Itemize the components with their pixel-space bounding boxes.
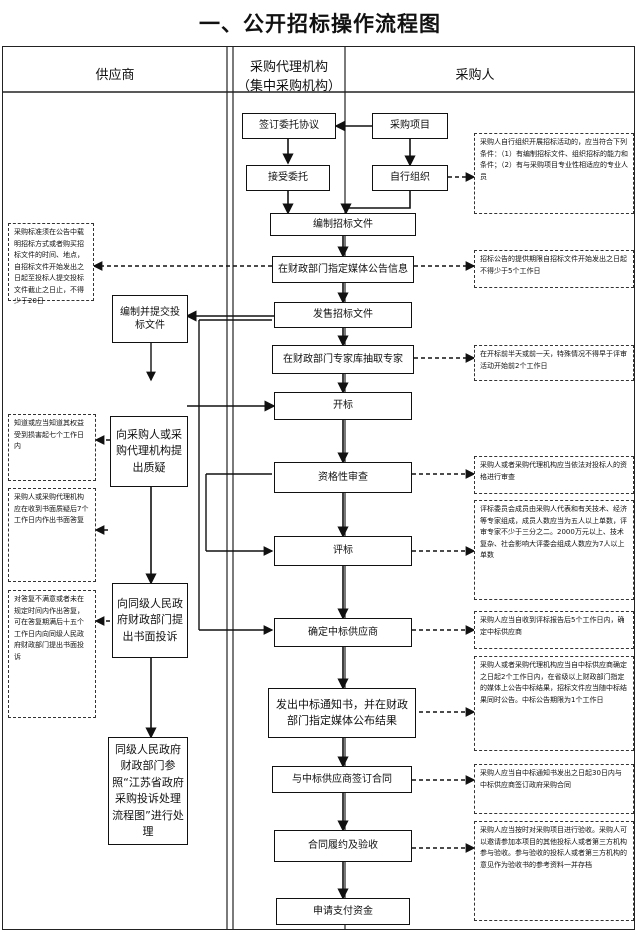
step-accept-entrust: 接受委托 xyxy=(246,165,330,191)
column-header-supplier: 供应商 xyxy=(95,68,135,83)
page-title: 一、公开招标操作流程图 xyxy=(199,12,441,36)
note-confirm-winner: 采购人应当自收到评标报告后5个工作日内，确定中标供应商 xyxy=(474,611,634,649)
note-expert-draw: 在开标前半天或前一天，特殊情况不得早于评审活动开始前2个工作日 xyxy=(474,345,634,381)
column-header-agency-line2: （集中采购机构） xyxy=(236,79,341,94)
step-issue-docs: 发售招标文件 xyxy=(274,302,412,328)
column-header-agency: 采购代理机构 （集中采购机构） xyxy=(234,56,344,94)
step-publish-notice: 在财政部门指定媒体公告信息 xyxy=(272,256,414,283)
step-sign-entrust: 签订委托协议 xyxy=(242,113,336,139)
note-notice-period: 招标公告的提供期限自招标文件开始发出之日起不得少于5个工作日 xyxy=(474,250,634,288)
step-self-organize: 自行组织 xyxy=(372,165,448,191)
supplier-challenge: 向采购人或采购代理机构提出质疑 xyxy=(110,416,188,487)
note-purchaser-self-organize: 采购人自行组织开展招标活动的，应当符合下列条件：（1）有编制招标文件、组织招标的… xyxy=(474,133,634,214)
note-contract-deadline: 采购人应当自中标通知书发出之日起30日内与中标供应商签订政府采购合同 xyxy=(474,764,634,814)
solid-arrows xyxy=(145,120,416,900)
step-prepare-docs: 编制招标文件 xyxy=(270,213,416,236)
step-notify-winner: 发出中标通知书，并在财政部门指定媒体公布结果 xyxy=(268,688,416,738)
step-evaluate-bids: 评标 xyxy=(274,536,412,566)
note-qualification: 采购人或者采购代理机构应当依法对投标人的资格进行审查 xyxy=(474,456,634,494)
step-acceptance: 合同履约及验收 xyxy=(274,830,412,862)
step-purchase-project: 采购项目 xyxy=(372,113,448,139)
step-open-bids: 开标 xyxy=(274,392,412,420)
note-complaint-period: 对答复不满意或者未在规定时间内作出答复，可在答复期满后十五个工作日内向同级人民政… xyxy=(8,590,96,718)
note-acceptance: 采购人应当按时对采购项目进行验收。采购人可以邀请参加本项目的其他投标人或者第三方… xyxy=(474,821,634,921)
finance-dept-handling: 同级人民政府财政部门参照“江苏省政府采购投诉处理流程图”进行处理 xyxy=(108,737,188,845)
dashed-arrows xyxy=(92,172,476,853)
note-reply-period: 采购人或采购代理机构应在收到书面质疑后7个工作日内作出书面答复 xyxy=(8,488,96,582)
flowchart-frame xyxy=(2,46,635,930)
supplier-prepare-bid: 编制并提交投标文件 xyxy=(112,295,188,343)
step-sign-contract: 与中标供应商签订合同 xyxy=(272,766,412,793)
column-header-agency-line1: 采购代理机构 xyxy=(249,60,328,75)
note-evaluation-committee: 评标委员会成员由采购人代表和有关技术、经济等专家组成，成员人数应当为五人以上单数… xyxy=(474,500,634,600)
column-header-purchaser: 采购人 xyxy=(455,68,495,83)
step-qualification-review: 资格性审查 xyxy=(274,462,412,493)
note-supplier-buy-docs: 采购标准须在公告中载明招标方式或者购买招标文件的时间、地点，自招标文件开始发出之… xyxy=(8,223,94,305)
step-confirm-winner: 确定中标供应商 xyxy=(274,618,412,647)
supplier-complaint: 向同级人民政府财政部门提出书面投诉 xyxy=(112,583,188,658)
note-result-publication: 采购人或者采购代理机构应当自中标供应商确定之日起2个工作日内，在省级以上财政部门… xyxy=(474,656,634,751)
note-challenge-period: 知道或应当知道其权益受到损害起七个工作日内 xyxy=(8,414,96,481)
step-draw-experts: 在财政部门专家库抽取专家 xyxy=(272,345,414,374)
step-apply-payment: 申请支付资金 xyxy=(276,898,410,925)
feedback-lines xyxy=(146,319,274,635)
